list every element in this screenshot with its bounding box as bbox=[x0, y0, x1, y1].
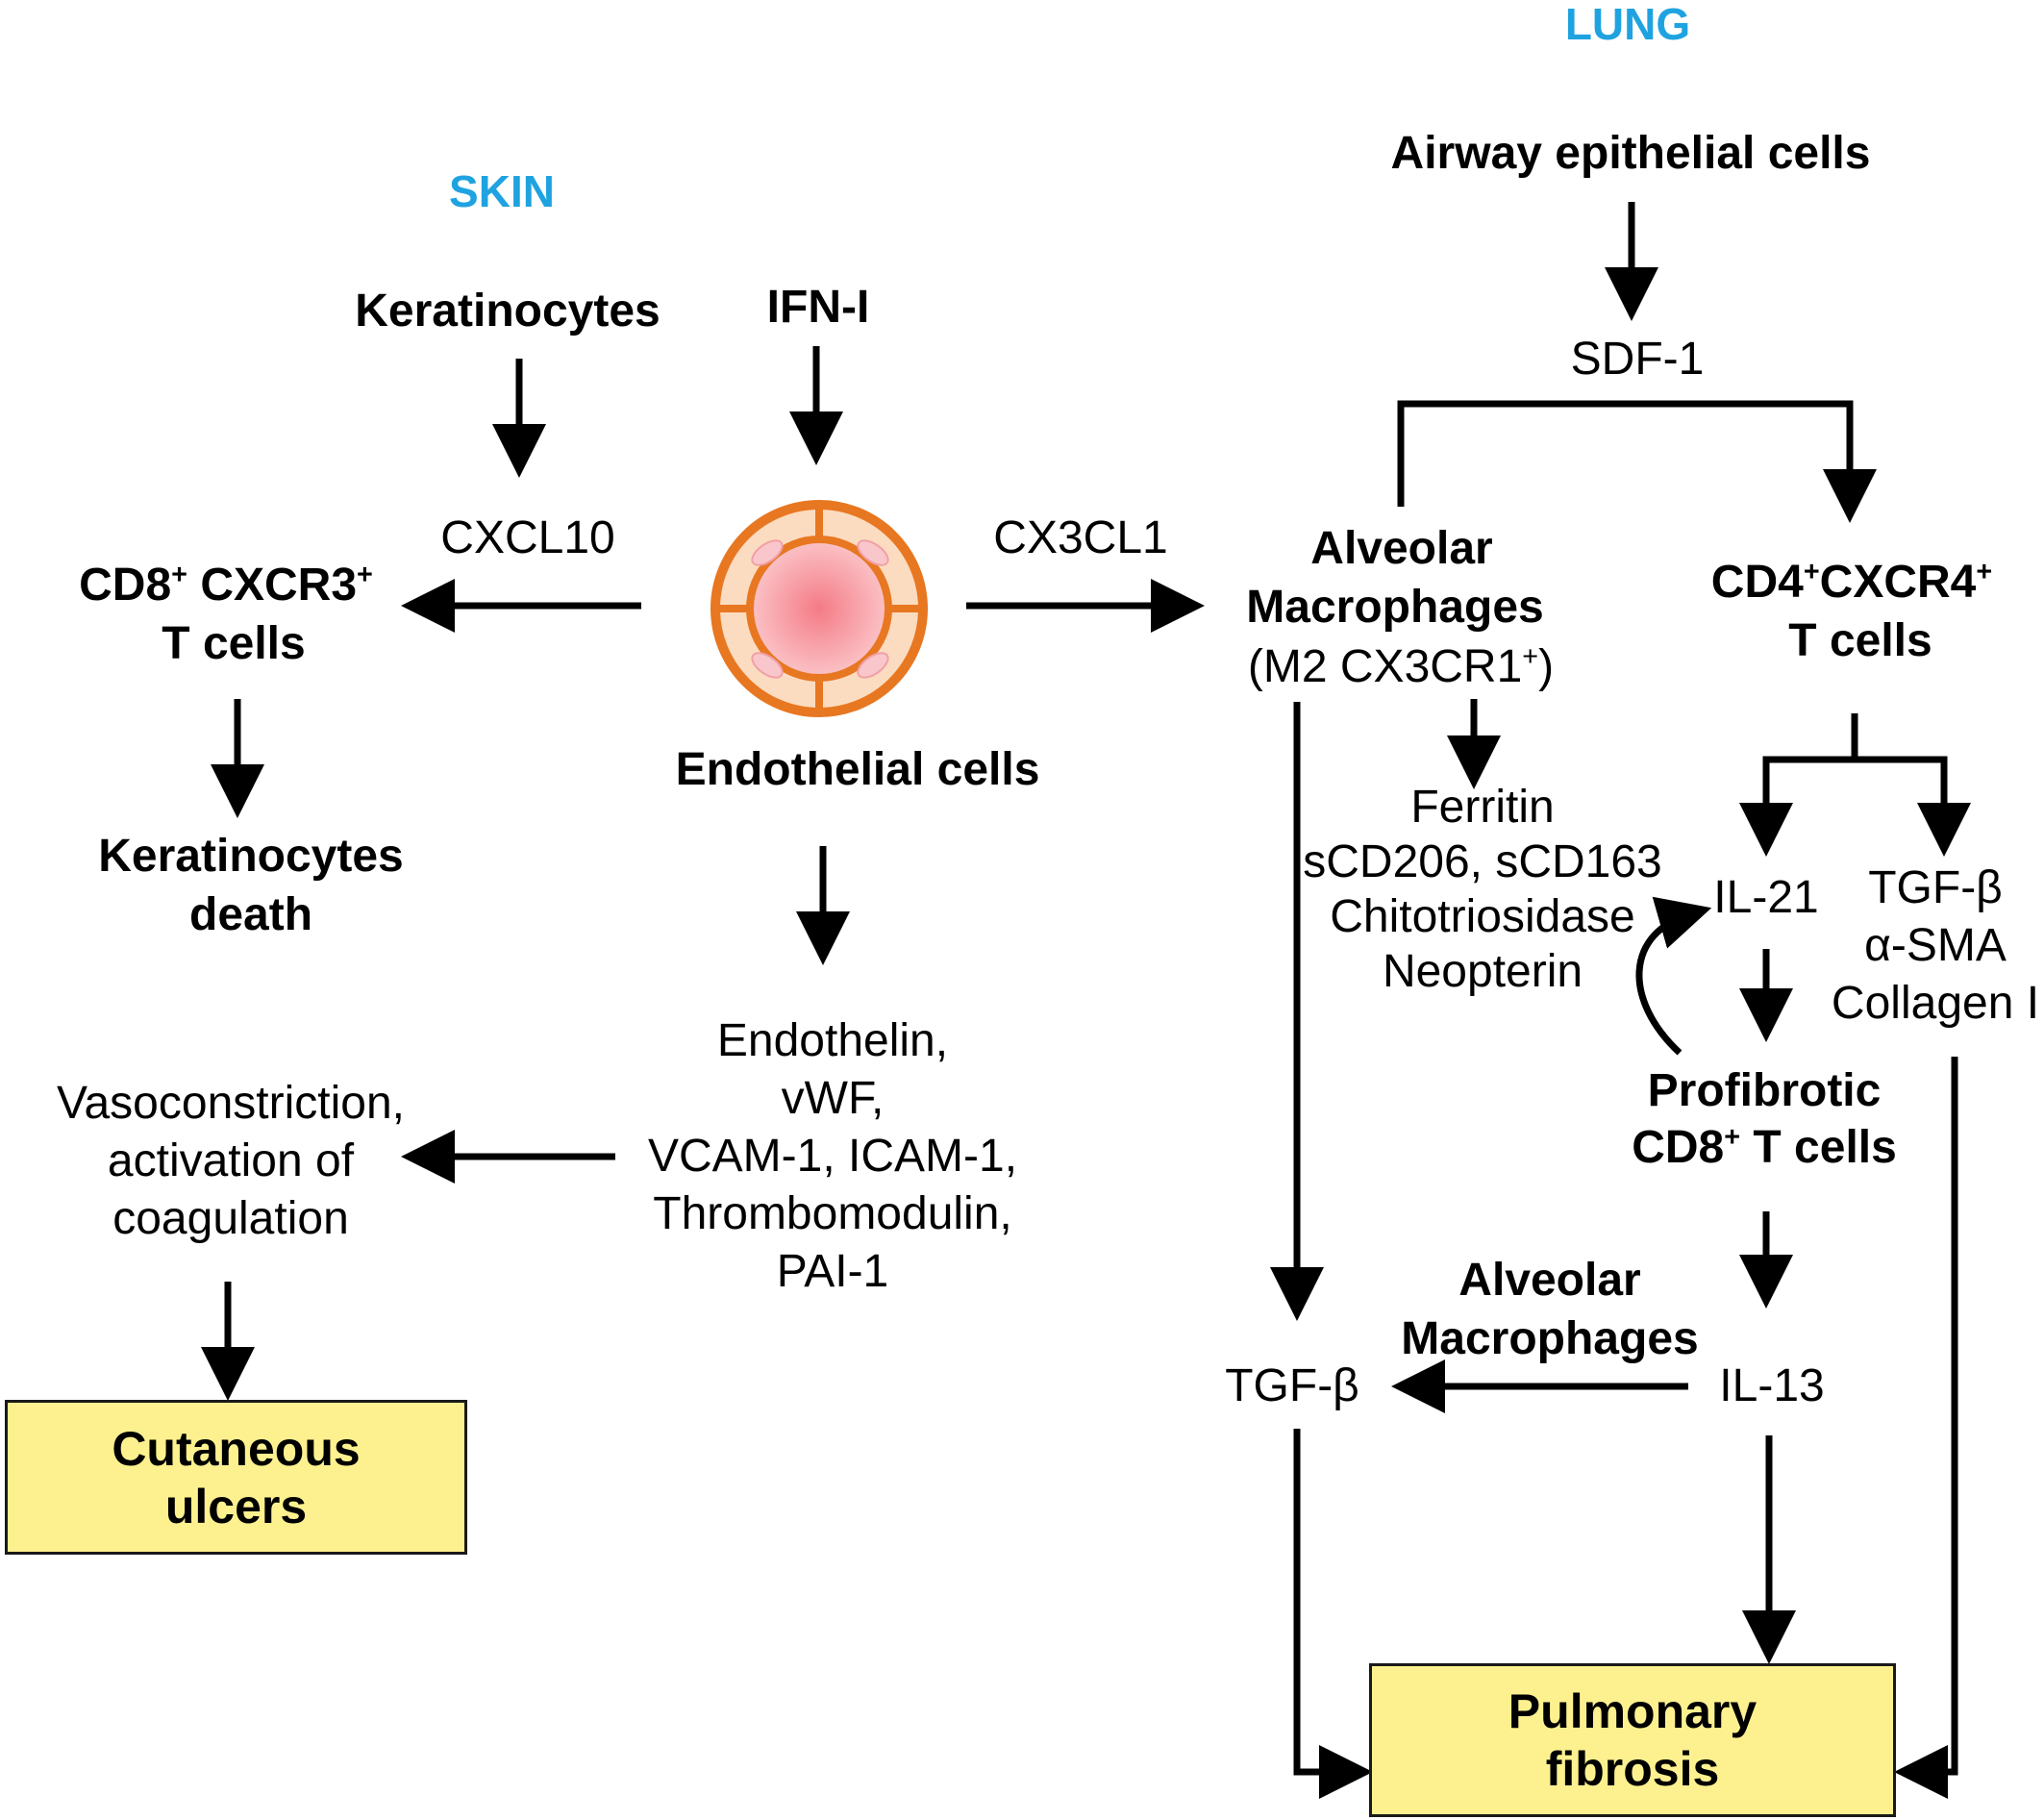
keratinocytes-label: Keratinocytes bbox=[355, 286, 661, 337]
il13-label: IL-13 bbox=[1719, 1360, 1825, 1411]
vaso-line: activation of bbox=[107, 1135, 355, 1186]
arrow-cd4-to-il21 bbox=[1739, 713, 1858, 857]
arrow-tgf-list-to-fibrosis bbox=[1894, 1057, 1958, 1799]
lung-section-title: LUNG bbox=[1564, 0, 1691, 49]
macrophage-markers: Ferritin sCD206, sCD163 Chitotriosidase … bbox=[1303, 780, 1662, 999]
arrow-profibrotic-feedback bbox=[1635, 896, 1712, 1056]
cd8-cxcr3-label: CD8+ CXCR3+ bbox=[79, 560, 373, 611]
endothelial-cells-label: Endothelial cells bbox=[675, 744, 1040, 795]
cutaneous-ulcers-line-1: Cutaneous bbox=[112, 1421, 361, 1476]
marker-item: Neopterin bbox=[1382, 946, 1583, 997]
mediator-item: PAI-1 bbox=[776, 1246, 889, 1297]
endothelial-vessel-icon bbox=[710, 500, 928, 717]
mediator-item: vWF, bbox=[781, 1073, 885, 1124]
fibrotic-factor: α-SMA bbox=[1864, 920, 2007, 971]
cxcl10-label: CXCL10 bbox=[440, 512, 615, 563]
cd8-tcells-label: T cells bbox=[162, 618, 306, 669]
alveolar-macrophages-label-1: Alveolar bbox=[1310, 523, 1493, 574]
m2-cx3cr1-label: (M2 CX3CR1+) bbox=[1247, 641, 1555, 692]
tgf-sma-collagen-list: TGF-β α-SMA Collagen I bbox=[1832, 860, 2039, 1033]
vaso-line: coagulation bbox=[112, 1193, 349, 1244]
skin-section-title: SKIN bbox=[449, 166, 555, 216]
mediator-item: VCAM-1, ICAM-1, bbox=[647, 1131, 1018, 1182]
vasoconstriction-text: Vasoconstriction, activation of coagulat… bbox=[57, 1075, 405, 1248]
arrows bbox=[201, 202, 1971, 1799]
pulmonary-fibrosis-line-2: fibrosis bbox=[1545, 1742, 1720, 1796]
cx3cl1-label: CX3CL1 bbox=[993, 512, 1168, 563]
cutaneous-ulcers-line-2: ulcers bbox=[164, 1479, 308, 1533]
vaso-line: Vasoconstriction, bbox=[57, 1078, 405, 1129]
cd4-tcells-label: T cells bbox=[1788, 615, 1932, 666]
sdf1-label: SDF-1 bbox=[1570, 334, 1705, 385]
profibrotic-label-1: Profibrotic bbox=[1647, 1065, 1882, 1116]
ifn-label: IFN-I bbox=[766, 282, 870, 333]
arrow-sdf1-split bbox=[1397, 400, 1877, 523]
profibrotic-label-2: CD8+ T cells bbox=[1632, 1122, 1897, 1173]
tgf-beta-label: TGF-β bbox=[1225, 1360, 1359, 1411]
fibrotic-factor: Collagen I bbox=[1831, 978, 2040, 1029]
keratinocytes-death-label-2: death bbox=[188, 889, 313, 940]
marker-item: sCD206, sCD163 bbox=[1303, 836, 1662, 887]
pulmonary-fibrosis-line-1: Pulmonary bbox=[1508, 1684, 1757, 1738]
keratinocytes-death-label-1: Keratinocytes bbox=[98, 831, 404, 882]
alveolar-macrophages-2-label-1: Alveolar bbox=[1458, 1255, 1641, 1306]
arrow-cd4-to-tgf bbox=[1855, 756, 1971, 857]
arrow-tgfb-to-fibrosis bbox=[1293, 1429, 1373, 1799]
marker-item: Chitotriosidase bbox=[1330, 891, 1635, 942]
cd4-cxcr4-label: CD4+CXCR4+ bbox=[1710, 557, 1993, 608]
mediator-item: Thrombomodulin, bbox=[653, 1188, 1012, 1239]
fibrotic-factor: TGF-β bbox=[1868, 862, 2003, 913]
airway-epithelial-label: Airway epithelial cells bbox=[1390, 128, 1871, 179]
il21-label: IL-21 bbox=[1713, 872, 1819, 923]
mediator-item: Endothelin, bbox=[716, 1015, 949, 1066]
marker-item: Ferritin bbox=[1410, 782, 1555, 833]
alveolar-macrophages-label-2: Macrophages bbox=[1246, 582, 1544, 633]
alveolar-macrophages-2-label-2: Macrophages bbox=[1401, 1313, 1699, 1364]
endothelial-mediators: Endothelin, vWF, VCAM-1, ICAM-1, Thrombo… bbox=[648, 1012, 1017, 1301]
